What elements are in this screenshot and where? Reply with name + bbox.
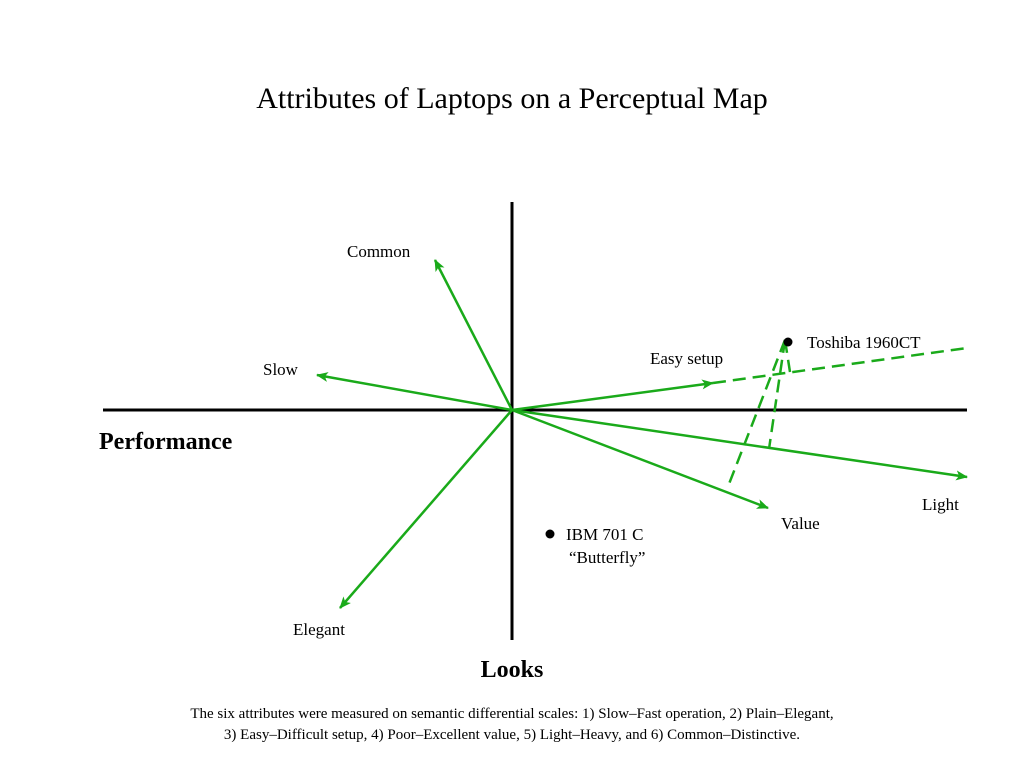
vector-easy-setup <box>511 379 714 412</box>
footnote-line: The six attributes were measured on sema… <box>190 706 834 722</box>
projection-lines <box>712 339 968 485</box>
attribute-label-common: Common <box>347 242 411 261</box>
attribute-label-value: Value <box>781 514 820 533</box>
product-label: IBM 701 C <box>566 525 643 544</box>
product-ibm: IBM 701 C “Butterfly” <box>545 525 645 567</box>
projection-toshiba-light <box>767 339 787 450</box>
vector-value <box>511 408 769 510</box>
vector-slow <box>316 372 513 412</box>
vector-light <box>511 408 968 481</box>
product-toshiba: Toshiba 1960CT <box>783 333 921 352</box>
projection-toshiba-value <box>727 339 787 485</box>
attribute-label-easy-setup: Easy setup <box>650 349 723 368</box>
attribute-label-slow: Slow <box>263 360 299 379</box>
product-label: Toshiba 1960CT <box>807 333 921 352</box>
attribute-label-light: Light <box>922 495 959 514</box>
footnote-line: 3) Easy–Difficult setup, 4) Poor–Excelle… <box>223 727 801 743</box>
product-label-second-line: “Butterfly” <box>569 548 645 567</box>
axis-label-performance: Performance <box>99 429 233 455</box>
attribute-vectors <box>316 259 968 609</box>
vector-elegant <box>339 409 513 609</box>
easy-setup-extension <box>712 346 968 385</box>
map-title: Attributes of Laptops on a Perceptual Ma… <box>256 82 768 115</box>
axis-label-looks: Looks <box>481 657 544 683</box>
product-marker <box>783 337 793 347</box>
footnote: The six attributes were measured on sema… <box>40 704 984 746</box>
vector-common <box>433 259 514 411</box>
attribute-label-elegant: Elegant <box>293 620 345 639</box>
product-marker <box>545 529 555 539</box>
